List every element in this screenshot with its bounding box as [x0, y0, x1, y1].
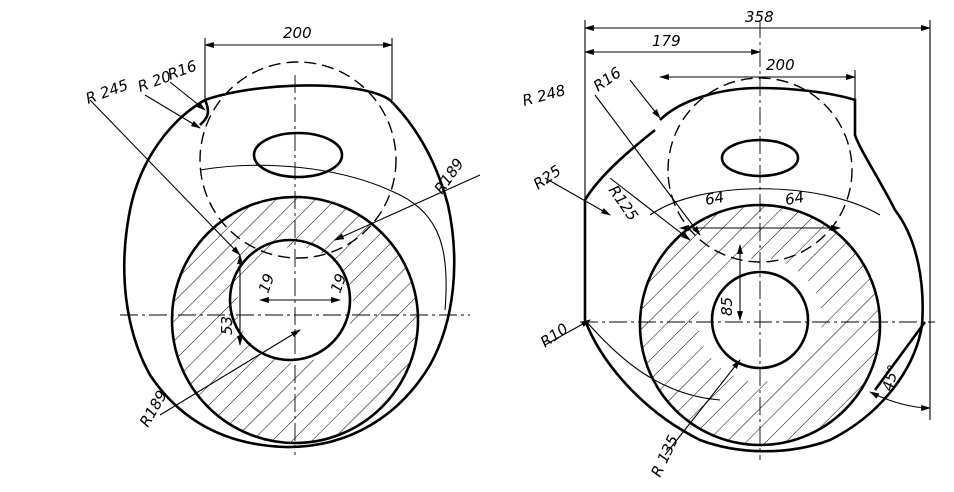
left-eccentric-arc [199, 164, 447, 311]
right-eccentric-arc [649, 188, 881, 216]
right-r25-label: R25 [530, 162, 565, 194]
left-r16-leader [169, 81, 206, 111]
right-angle-label: 45° [878, 363, 902, 393]
left-hidden-circle [199, 61, 397, 259]
right-dim-358-label: 358 [745, 8, 774, 26]
left-top-hole [252, 131, 344, 179]
right-r16-leader [629, 79, 661, 119]
right-r125-label: R125 [605, 182, 642, 224]
right-dim-64-right-label: 64 [784, 188, 806, 209]
right-dim-179-label: 179 [652, 32, 681, 50]
left-bore-circle [228, 238, 352, 362]
left-dim-200-label: 200 [283, 24, 312, 42]
right-dim-200-label: 200 [766, 56, 795, 74]
left-r189-top-leader [334, 174, 481, 241]
right-r10-leader [544, 319, 591, 346]
right-r135-leader [664, 359, 741, 456]
left-dim-19-left-label: 19 [255, 271, 278, 295]
right-view: 358 179 200 R 248 R16 R25 R125 64 64 85 … [520, 8, 935, 480]
left-r20-label: R 20 [135, 67, 173, 96]
right-body-outline [583, 86, 924, 453]
right-dim-85-label: 85 [718, 297, 736, 316]
left-view: 200 R16 R 20 R 245 R189 19 19 53 R189 [83, 24, 481, 455]
right-r248-leader [594, 94, 701, 236]
right-r25-fillet [584, 319, 721, 401]
left-r20-leader [144, 94, 201, 129]
right-angle-arc [869, 391, 931, 411]
right-angle-line [873, 321, 927, 391]
right-r16-label: R16 [590, 64, 625, 96]
right-dim-64-left-label: 64 [704, 188, 726, 209]
right-r10-label: R10 [537, 320, 572, 352]
right-r248-label: R 248 [520, 81, 567, 110]
left-dim-53-label: 53 [218, 316, 236, 335]
left-r245-label: R 245 [83, 76, 130, 108]
left-r189-bottom-leader [159, 329, 301, 416]
left-body-outline [123, 98, 456, 449]
left-top-boss [199, 84, 391, 126]
left-r189-bottom-label: R189 [136, 387, 171, 430]
left-r189-top-label: R189 [431, 155, 468, 197]
right-r125-leader [609, 177, 691, 241]
left-r245-leader [89, 99, 241, 256]
right-r135-label: R 135 [647, 432, 682, 479]
left-hatched-section [171, 196, 419, 444]
right-hatched-section [640, 205, 880, 445]
right-r25-leader [544, 177, 611, 216]
left-dim-19-right-label: 19 [327, 271, 350, 295]
